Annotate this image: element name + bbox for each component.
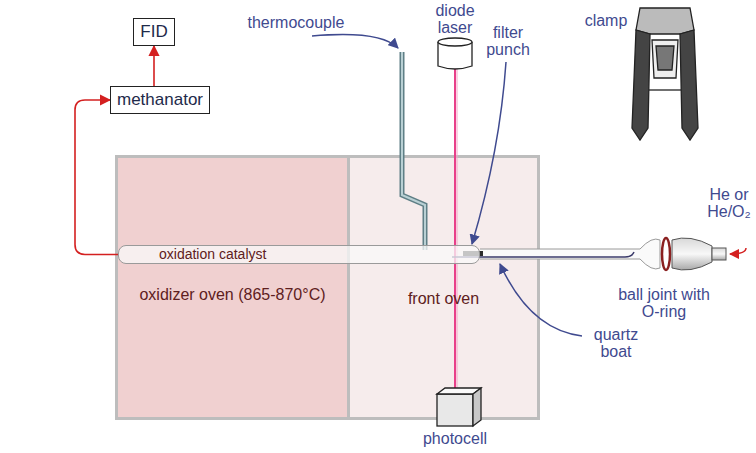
catalyst-tube: oxidation catalyst	[118, 245, 480, 264]
laser-beam	[454, 68, 456, 392]
leader-line	[312, 35, 398, 49]
front-oven-fill	[350, 158, 537, 417]
part-label: filter punch	[476, 24, 540, 58]
leader-line	[500, 264, 582, 336]
part-label: quartz boat	[584, 326, 648, 360]
part-label: photocell	[415, 430, 495, 447]
quartz-boat	[625, 252, 634, 257]
ball-joint-socket	[672, 238, 712, 270]
gas-flow-connector	[75, 100, 118, 255]
detector-box: FID	[133, 18, 175, 46]
thermocouple-probe	[402, 52, 425, 250]
o-ring	[662, 238, 670, 270]
laser-beam	[457, 68, 458, 392]
oxidizer-oven-fill	[118, 158, 347, 417]
part-label: diode laser	[420, 2, 490, 36]
photocell-symbol	[437, 388, 481, 426]
node-text: FID	[140, 22, 168, 42]
part-label: clamp	[580, 12, 632, 29]
part-label: ball joint with O-ring	[618, 286, 710, 320]
leader-line	[472, 62, 506, 244]
part-label: He or He/O₂	[706, 186, 752, 220]
quartz-tube	[480, 239, 660, 269]
clamp-symbol	[632, 8, 698, 140]
oven-zone: front oven	[350, 158, 537, 417]
thermocouple-probe	[402, 52, 425, 250]
node-text: front oven	[350, 290, 537, 308]
oven-housing	[115, 155, 540, 420]
gas-inlet-arrow	[730, 248, 746, 254]
part-label: thermocouple	[236, 14, 356, 31]
node-text: oxidizer oven (865-870°C)	[118, 286, 347, 304]
node-text: methanator	[117, 90, 203, 110]
ball-joint-socket	[712, 248, 726, 260]
process-box: methanator	[110, 86, 210, 114]
diode-laser-symbol	[438, 38, 472, 69]
oven-zone: oxidizer oven (865-870°C)	[118, 158, 347, 417]
node-text: oxidation catalyst	[159, 247, 479, 262]
gas-flow-connector	[153, 46, 155, 86]
